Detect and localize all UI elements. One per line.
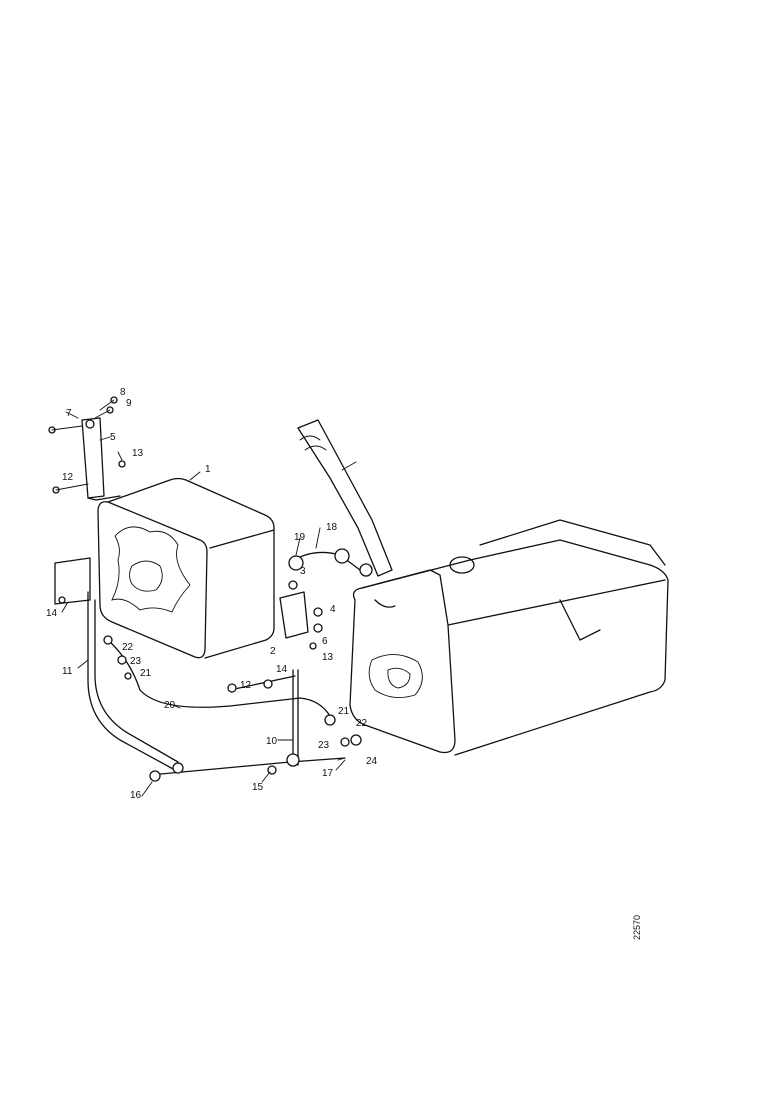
callout-6: 6 [322,636,328,647]
callout-5: 5 [110,432,116,443]
callout-23: 23 [130,656,142,667]
callout-8: 8 [120,387,126,398]
callout-21-second: 21 [338,706,350,717]
right-fuel-tank [297,419,669,756]
callout-3: 3 [300,566,306,577]
callout-18: 18 [326,522,338,533]
callout-9: 9 [126,398,132,409]
callout-22: 22 [122,642,134,653]
callout-16: 16 [130,790,142,801]
callout-7: 7 [66,408,72,419]
callout-1: 1 [205,464,211,475]
callout-22-second: 22 [356,718,368,729]
callout-20: 20 [164,700,176,711]
leader-lines [61,411,357,797]
callout-13: 13 [132,448,144,459]
callout-13-second: 13 [322,652,334,663]
callout-11: 11 [62,666,73,677]
callout-labels: 1 2 3 4 5 6 7 8 9 10 11 12 12 13 13 14 1… [46,387,378,801]
drawing-reference-code: 22570 [632,915,642,940]
callout-12: 12 [62,472,74,483]
left-fuel-tank [54,417,275,659]
callout-23-second: 23 [318,740,330,751]
callout-12-second: 12 [240,680,252,691]
callout-10: 10 [266,736,278,747]
callout-19: 19 [294,532,306,543]
callout-2: 2 [270,646,276,657]
callout-21: 21 [140,668,152,679]
callout-24: 24 [366,756,378,767]
callout-4: 4 [330,604,336,615]
fuel-lines [87,551,396,776]
callout-15: 15 [252,782,264,793]
callout-14-second: 14 [276,664,288,675]
fittings [48,396,373,782]
callout-17: 17 [322,768,334,779]
callout-14: 14 [46,608,58,619]
